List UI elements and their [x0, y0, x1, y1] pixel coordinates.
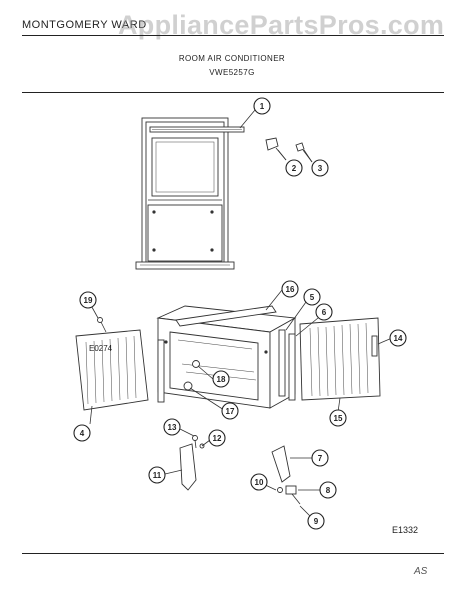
callout-5: 5 [303, 288, 321, 306]
left-curtain-panel [75, 329, 165, 411]
callout-15: 15 [329, 409, 347, 427]
window-frame [135, 117, 235, 270]
inset-label: E0274 [89, 344, 113, 353]
svg-text:11: 11 [153, 471, 162, 480]
top-rail-part [149, 126, 245, 133]
diagram-title: ROOM AIR CONDITIONER [178, 54, 286, 63]
brand-name: MONTGOMERY WARD [22, 19, 147, 31]
svg-text:5: 5 [310, 293, 315, 302]
callout-9: 9 [307, 512, 325, 530]
callout-3: 3 [311, 159, 329, 177]
callout-12: 12 [208, 429, 226, 447]
svg-text:17: 17 [226, 407, 235, 416]
callout-16: 16 [281, 280, 299, 298]
svg-text:3: 3 [318, 164, 323, 173]
callout-7: 7 [311, 449, 329, 467]
svg-text:15: 15 [334, 414, 343, 423]
svg-text:12: 12 [213, 434, 222, 443]
callout-6: 6 [315, 303, 333, 321]
callout-18: 18 [212, 370, 230, 388]
svg-text:19: 19 [84, 296, 93, 305]
callout-4: 4 [73, 424, 91, 442]
callout-14: 14 [389, 329, 407, 347]
cabinet-rail-part [175, 305, 277, 327]
header-rule [22, 35, 444, 36]
svg-text:8: 8 [326, 486, 331, 495]
svg-text:10: 10 [255, 478, 264, 487]
svg-text:4: 4 [80, 429, 85, 438]
svg-text:2: 2 [292, 164, 297, 173]
callout-10: 10 [250, 473, 268, 491]
callout-2: 2 [285, 159, 303, 177]
right-curtain-panel [299, 317, 381, 401]
svg-text:7: 7 [318, 454, 323, 463]
screw-part [295, 142, 313, 163]
callout-13: 13 [163, 418, 181, 436]
side-strip-part [278, 329, 296, 401]
callout-1: 1 [253, 97, 271, 115]
corner-mark: AS [414, 566, 428, 577]
svg-text:14: 14 [394, 334, 403, 343]
diagram-id: E1332 [392, 525, 419, 535]
callout-11: 11 [148, 466, 166, 484]
svg-text:6: 6 [322, 308, 327, 317]
svg-text:18: 18 [217, 375, 226, 384]
svg-text:9: 9 [314, 517, 319, 526]
model-number: VWE5257G [209, 68, 255, 77]
title-rule [22, 92, 444, 93]
curtain-screw-part [97, 317, 107, 333]
callout-8: 8 [319, 481, 337, 499]
svg-text:1: 1 [260, 102, 265, 111]
svg-text:13: 13 [168, 423, 177, 432]
left-support-bracket [179, 435, 205, 491]
right-support-bracket [271, 445, 301, 505]
callout-17: 17 [221, 402, 239, 420]
footer-rule [22, 553, 444, 554]
svg-text:16: 16 [286, 285, 295, 294]
callout-19: 19 [79, 291, 97, 309]
